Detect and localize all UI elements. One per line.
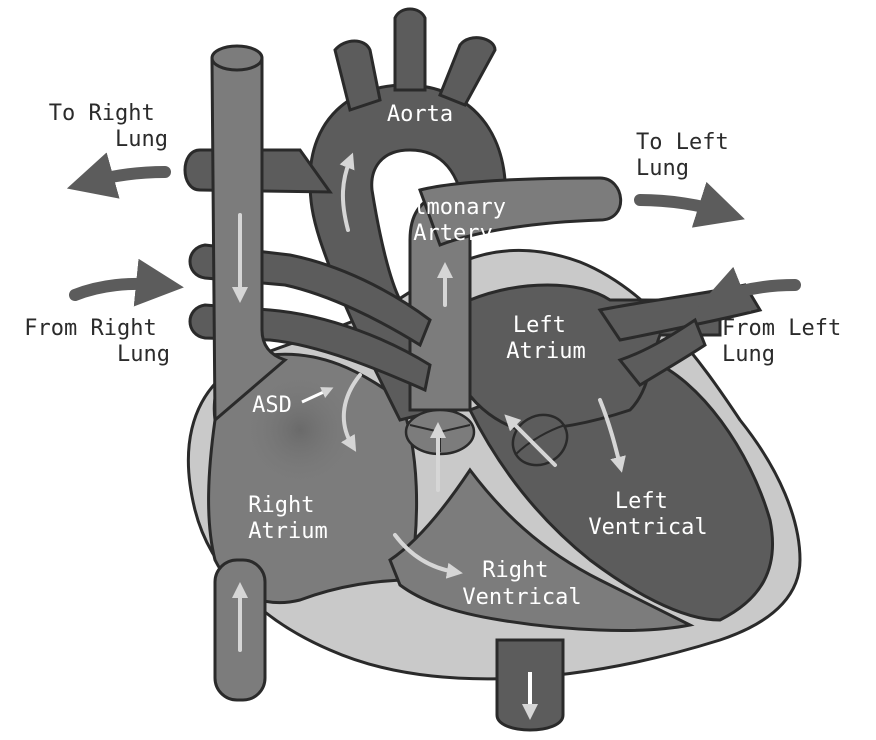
label-asd: ASD — [252, 393, 292, 418]
aortic-branch-middle — [395, 9, 425, 90]
label-aorta: Aorta — [387, 102, 453, 127]
label-from-right-lung: From Right Lung — [24, 316, 170, 367]
label-to-left-lung: To Left Lung — [636, 130, 742, 181]
label-right-atrium: Right Atrium — [248, 493, 327, 544]
aortic-branch-left — [335, 41, 380, 110]
label-from-left-lung: From Left Lung — [722, 316, 854, 367]
label-left-atrium: Left Atrium — [506, 313, 585, 364]
superior-vena-cava — [212, 47, 285, 421]
label-to-right-lung: To Right Lung — [49, 101, 168, 152]
aortic-branch-right — [440, 38, 495, 105]
